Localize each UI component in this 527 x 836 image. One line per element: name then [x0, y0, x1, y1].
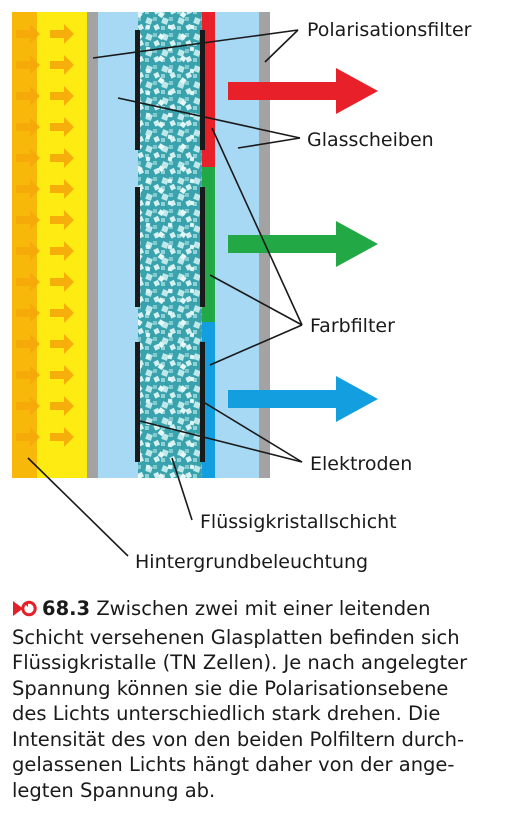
backlight-arrow	[50, 86, 74, 106]
backlight-arrow	[50, 334, 74, 354]
caption-line: des Lichts unterschiedlich stark drehen.…	[12, 702, 441, 725]
label-farbfilter: Farbfilter	[310, 315, 395, 337]
backlight-arrow	[16, 179, 40, 199]
caption-number: 68.3	[42, 597, 91, 620]
polarisationsfilter-left	[87, 12, 98, 478]
backlight-arrow	[50, 179, 74, 199]
caption-line: Flüssigkristalle (TN Zellen). Je nach an…	[12, 651, 468, 674]
label-hintergrundbeleuchtung: Hintergrundbeleuchtung	[135, 551, 368, 573]
backlight-yellow-layer	[37, 12, 87, 478]
arrow-circle-icon	[12, 599, 38, 625]
backlight-arrow	[16, 148, 40, 168]
backlight-arrow	[16, 241, 40, 261]
caption-line: legten Spannung ab.	[12, 778, 216, 802]
elektroden-left	[135, 30, 140, 462]
backlight-arrows	[16, 24, 74, 447]
glasscheibe-left	[98, 12, 138, 478]
backlight-arrow	[50, 117, 74, 137]
output-arrow-blue	[228, 376, 378, 422]
backlight-arrow	[50, 210, 74, 230]
output-arrow-red	[228, 68, 378, 114]
label-glasscheiben: Glasscheiben	[307, 129, 434, 151]
label-fluessigkristallschicht: Flüssigkristallschicht	[200, 511, 397, 533]
backlight-arrow	[16, 55, 40, 75]
backlight-arrow	[50, 365, 74, 385]
backlight-arrow	[50, 55, 74, 75]
backlight-arrow	[16, 427, 40, 447]
backlight-arrow	[16, 272, 40, 292]
backlight-arrow	[16, 303, 40, 323]
caption-line: Spannung können sie die Polarisationsebe…	[12, 676, 449, 700]
backlight-arrow	[16, 396, 40, 416]
leader-lines	[27, 29, 303, 557]
elektroden-right	[200, 30, 205, 462]
farbfilter-green	[202, 167, 215, 322]
figure-caption: 68.3 Zwischen zwei mit einer leitenden S…	[12, 596, 517, 803]
backlight-arrow	[50, 148, 74, 168]
backlight-arrow	[50, 427, 74, 447]
backlight-arrow	[50, 396, 74, 416]
backlight-arrow	[16, 210, 40, 230]
label-elektroden: Elektroden	[310, 453, 412, 475]
backlight-arrow	[16, 334, 40, 354]
caption-line: Intensität des von den beiden Polfiltern…	[12, 727, 464, 751]
label-polarisationsfilter: Polarisationsfilter	[307, 19, 472, 41]
backlight-arrow	[50, 272, 74, 292]
caption-line: Schicht versehenen Glasplatten befinden …	[12, 625, 460, 649]
lcd-diagram: Polarisationsfilter Glasscheiben Farbfil…	[12, 12, 472, 573]
caption-line: gelassenen Lichts hängt daher von der an…	[12, 753, 455, 776]
backlight-arrow	[50, 241, 74, 261]
fluessigkristall-texture	[138, 12, 202, 478]
caption-line: Zwischen zwei mit einer leitenden	[90, 597, 431, 620]
backlight-arrow	[50, 303, 74, 323]
backlight-arrow	[50, 24, 74, 44]
backlight-arrow	[16, 365, 40, 385]
backlight-arrow	[16, 117, 40, 137]
output-arrow-green	[228, 221, 378, 267]
caption-first-line: 68.3 Zwischen zwei mit einer leitenden	[12, 596, 517, 625]
backlight-arrow	[16, 24, 40, 44]
backlight-arrow	[16, 86, 40, 106]
